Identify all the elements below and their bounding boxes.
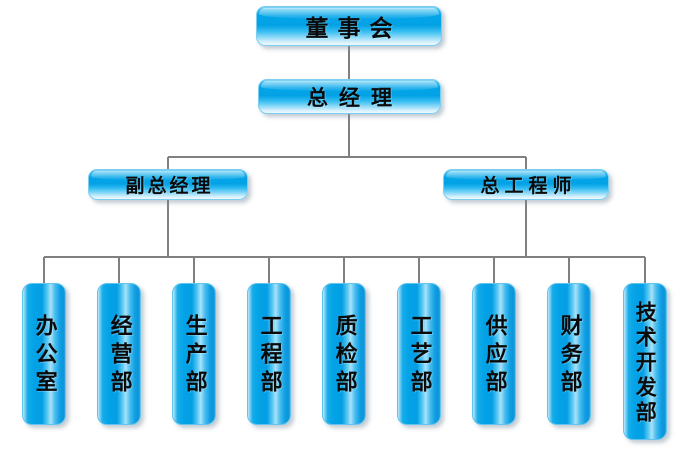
- department-label-1: 办公室: [31, 313, 57, 398]
- department-box-9[interactable]: 技术开发部: [623, 283, 667, 440]
- department-label-7: 供应部: [481, 313, 507, 398]
- department-box-5[interactable]: 质检部: [322, 283, 366, 425]
- node-deputy-general-manager[interactable]: 副总经理: [88, 169, 248, 200]
- department-box-7[interactable]: 供应部: [472, 283, 516, 425]
- department-label-6: 工艺部: [406, 313, 432, 398]
- node-general-manager[interactable]: 总经理: [258, 79, 441, 114]
- department-label-5: 质检部: [331, 313, 357, 398]
- department-box-6[interactable]: 工艺部: [397, 283, 441, 425]
- node-chief-engineer[interactable]: 总工程师: [443, 169, 609, 200]
- department-box-4[interactable]: 工程部: [247, 283, 291, 425]
- department-label-3: 生产部: [181, 313, 207, 398]
- node-board[interactable]: 董事会: [256, 6, 442, 46]
- department-label-4: 工程部: [256, 313, 282, 398]
- node-general-manager-label: 总经理: [307, 85, 403, 110]
- node-deputy-general-manager-label: 副总经理: [125, 175, 214, 197]
- department-box-8[interactable]: 财务部: [547, 283, 591, 425]
- node-chief-engineer-label: 总工程师: [480, 175, 577, 197]
- department-box-3[interactable]: 生产部: [172, 283, 216, 425]
- department-label-8: 财务部: [556, 313, 582, 398]
- node-board-label: 董事会: [305, 16, 402, 42]
- department-label-2: 经营部: [106, 313, 132, 398]
- department-box-2[interactable]: 经营部: [97, 283, 141, 425]
- department-box-1[interactable]: 办公室: [22, 283, 66, 425]
- department-label-9: 技术开发部: [633, 300, 658, 426]
